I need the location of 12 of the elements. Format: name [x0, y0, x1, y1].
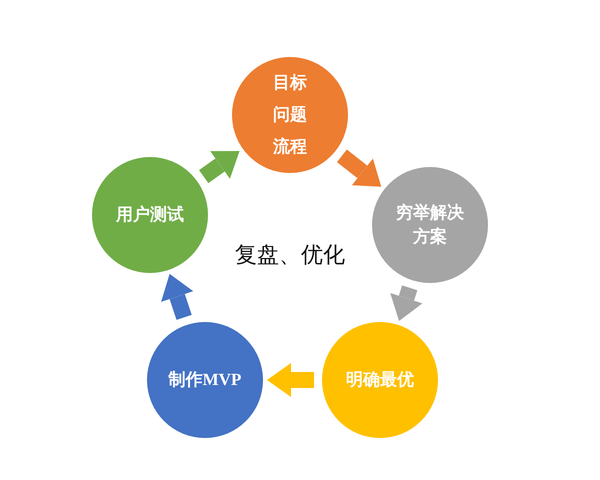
- block-arrow: [390, 285, 423, 321]
- circle-label: 明确最优: [346, 368, 414, 391]
- block-arrow: [336, 149, 382, 187]
- circle-label: 穷举解决方案: [395, 202, 465, 248]
- center-caption: 复盘、优化: [235, 241, 345, 269]
- circle-label: 流程: [273, 136, 307, 158]
- circle-label: 目标: [273, 72, 307, 94]
- circle-label: 制作MVP: [168, 368, 242, 391]
- block-arrow: [161, 274, 194, 320]
- block-arrow: [267, 363, 314, 397]
- circle-label: 用户测试: [116, 204, 184, 226]
- circle-label: 问题: [273, 104, 307, 126]
